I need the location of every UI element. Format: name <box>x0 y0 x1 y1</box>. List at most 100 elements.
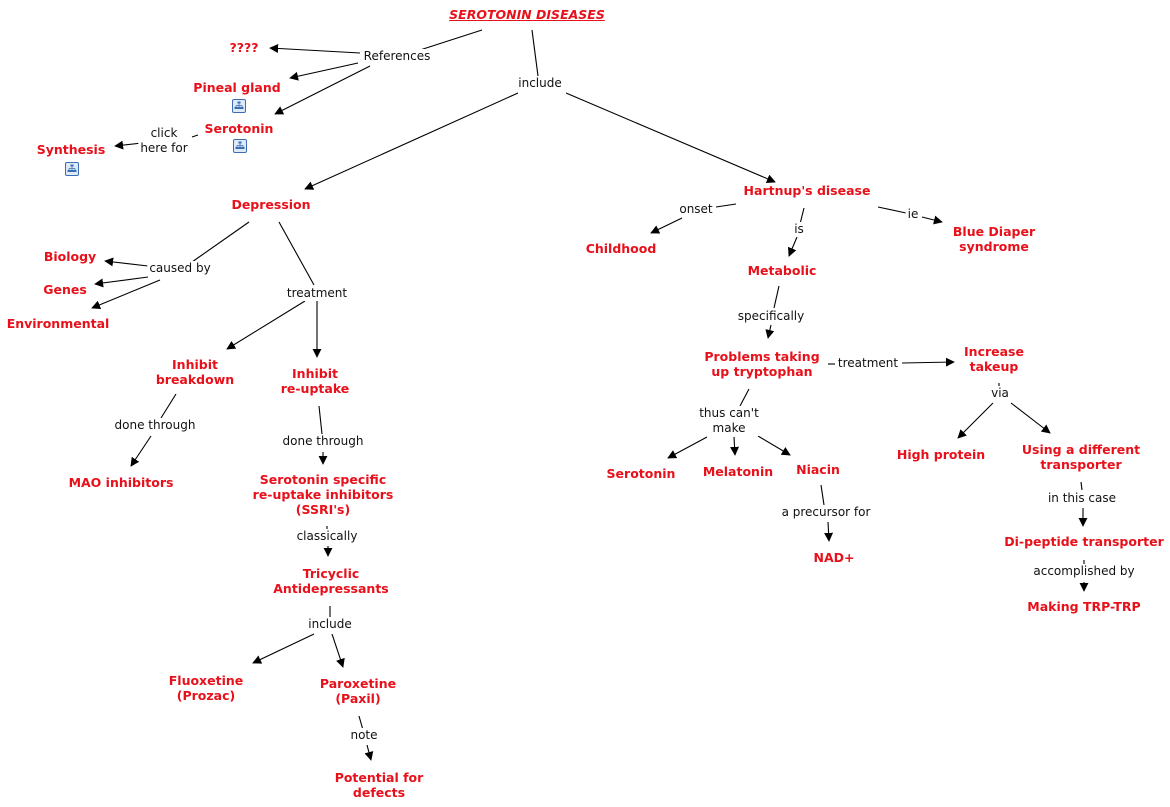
link-onset: onset <box>677 202 715 217</box>
concept-depression[interactable]: Depression <box>231 197 311 212</box>
concept-line: re-uptake <box>280 381 350 396</box>
link-treatment-h: treatment <box>835 356 901 371</box>
concept-childhood[interactable]: Childhood <box>585 241 657 256</box>
submap-icon-pineal[interactable] <box>232 99 246 113</box>
line-hartnups-onset <box>715 203 737 208</box>
concept-serotonin-ref[interactable]: Serotonin <box>204 121 274 136</box>
concept-problems-tryptophan[interactable]: Problems taking up tryptophan <box>704 349 819 379</box>
map-title[interactable]: SEROTONIN DISEASES <box>449 7 605 22</box>
link-line: thus can't <box>699 406 759 420</box>
link-include: include <box>516 76 564 91</box>
line-niacin-precursor <box>820 484 825 506</box>
arrow-donethrough-mao <box>130 435 152 467</box>
line-serotonin-clickhere <box>191 134 199 138</box>
concept-line: (Paxil) <box>335 691 381 706</box>
arrow-precursor-nad <box>824 521 834 542</box>
arrow-thuscant-serotonin <box>667 436 708 459</box>
arrow-treatment-increase <box>901 357 955 367</box>
link-is: is <box>792 222 806 237</box>
link-line: here for <box>140 141 188 155</box>
concept-tricyclic[interactable]: Tricyclic Antidepressants <box>273 566 388 596</box>
line-hartnups-ie <box>877 206 907 214</box>
concept-line: Increase <box>964 344 1024 359</box>
arrow-thuscant-niacin <box>757 435 791 456</box>
concept-synthesis[interactable]: Synthesis <box>36 142 106 157</box>
concept-mao-inhibitors[interactable]: MAO inhibitors <box>68 475 174 490</box>
link-treatment: treatment <box>284 286 350 301</box>
arrow-is-metabolic <box>787 236 798 257</box>
concept-ssri[interactable]: Serotonin specific re-uptake inhibitors … <box>253 472 394 517</box>
arrow-references-pineal <box>289 62 359 81</box>
concept-blue-diaper[interactable]: Blue Diaper syndrome <box>953 224 1035 254</box>
line-problems-thuscant <box>739 388 750 407</box>
concept-nad[interactable]: NAD+ <box>813 550 855 565</box>
concept-line: Antidepressants <box>273 581 389 596</box>
concept-high-protein[interactable]: High protein <box>896 447 986 462</box>
concept-line: syndrome <box>959 239 1029 254</box>
arrow-via-transporter <box>1010 402 1051 434</box>
arrow-causedby-biology <box>104 257 149 267</box>
concept-line: transporter <box>1040 457 1122 472</box>
concept-line: takeup <box>969 359 1019 374</box>
line-title-include <box>531 29 539 77</box>
arrow-include-fluoxetine <box>252 633 315 664</box>
concept-line: up tryptophan <box>711 364 813 379</box>
arrow-treatment-breakdown <box>226 300 306 350</box>
arrow-include-paroxetine <box>331 633 345 668</box>
concept-serotonin[interactable]: Serotonin <box>606 466 676 481</box>
line-transporter-inthiscase <box>1080 481 1083 491</box>
concept-trp-trp[interactable]: Making TRP-TRP <box>1027 599 1141 614</box>
arrow-include-hartnups <box>565 92 776 183</box>
concept-hartnups[interactable]: Hartnup's disease <box>743 183 871 198</box>
link-caused-by: caused by <box>147 261 213 276</box>
arrow-via-highprotein <box>957 402 994 439</box>
concept-melatonin[interactable]: Melatonin <box>702 464 774 479</box>
arrow-onset-childhood <box>650 217 683 234</box>
concept-pineal-gland[interactable]: Pineal gland <box>193 80 281 95</box>
concept-fluoxetine[interactable]: Fluoxetine (Prozac) <box>169 673 244 703</box>
concept-line: Tricyclic <box>302 566 360 581</box>
concept-inhibit-reuptake[interactable]: Inhibit re-uptake <box>281 366 350 396</box>
submap-icon-serotonin[interactable] <box>233 139 247 153</box>
link-done-through-1: done through <box>112 418 198 433</box>
arrow-causedby-genes <box>94 276 149 288</box>
link-precursor: a precursor for <box>779 505 873 520</box>
concept-line: (SSRI's) <box>295 502 351 517</box>
line-paroxetine-note <box>358 715 364 731</box>
link-include-tca: include <box>306 617 354 632</box>
concept-line: re-uptake inhibitors <box>252 487 394 502</box>
link-specifically: specifically <box>735 309 807 324</box>
concept-line: breakdown <box>155 372 235 387</box>
concept-biology[interactable]: Biology <box>43 249 97 264</box>
link-in-this-case: in this case <box>1045 491 1119 506</box>
link-done-through-2: done through <box>280 434 366 449</box>
line-title-references <box>419 29 483 51</box>
link-classically: classically <box>294 529 360 544</box>
line-reuptake-donethrough <box>318 405 323 435</box>
line-breakdown-donethrough <box>160 393 177 419</box>
arrow-references-unknown <box>269 43 361 54</box>
concept-paroxetine[interactable]: Paroxetine (Paxil) <box>320 676 396 706</box>
concept-metabolic[interactable]: Metabolic <box>747 263 817 278</box>
concept-dipeptide[interactable]: Di-peptide transporter <box>1004 534 1164 549</box>
hierarchy-icon <box>67 164 77 172</box>
hierarchy-icon <box>234 101 244 109</box>
link-via: via <box>989 386 1011 401</box>
arrow-thuscant-melatonin <box>730 436 740 456</box>
concept-different-transporter[interactable]: Using a different transporter <box>1022 442 1140 472</box>
concept-niacin[interactable]: Niacin <box>796 462 840 477</box>
concept-genes[interactable]: Genes <box>43 282 87 297</box>
concept-line: (Prozac) <box>176 688 236 703</box>
concept-environmental[interactable]: Environmental <box>6 316 110 331</box>
hierarchy-icon <box>235 141 245 149</box>
concept-potential-defects[interactable]: Potential for defects <box>335 770 424 800</box>
line-depression-causedby <box>191 221 250 263</box>
concept-unknown[interactable]: ???? <box>229 40 259 55</box>
submap-icon-synthesis[interactable] <box>65 162 79 176</box>
concept-inhibit-breakdown[interactable]: Inhibit breakdown <box>156 357 234 387</box>
link-accomplished-by: accomplished by <box>1031 564 1137 579</box>
concept-increase-takeup[interactable]: Increase takeup <box>964 344 1024 374</box>
link-line: click <box>150 126 178 140</box>
concept-line: Serotonin specific <box>259 472 387 487</box>
